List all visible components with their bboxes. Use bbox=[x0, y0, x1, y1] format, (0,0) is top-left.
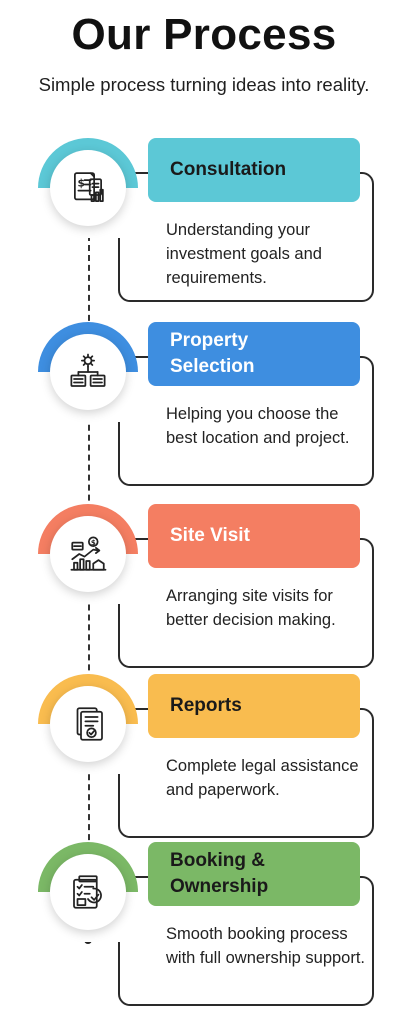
step-icon-badge bbox=[38, 842, 138, 942]
step-site-visit: Arranging site visits for better decisio… bbox=[0, 504, 408, 684]
checklist-document-icon bbox=[50, 686, 126, 762]
financial-document-icon: $ bbox=[50, 150, 126, 226]
step-header: Reports bbox=[148, 674, 360, 738]
step-icon-badge: $ bbox=[38, 138, 138, 238]
step-booking-ownership: Smooth booking process with full ownersh… bbox=[0, 842, 408, 1022]
svg-text:$: $ bbox=[91, 539, 96, 547]
step-icon-badge bbox=[38, 322, 138, 422]
svg-text:$: $ bbox=[78, 177, 85, 189]
gear-network-icon bbox=[50, 334, 126, 410]
step-icon-badge bbox=[38, 674, 138, 774]
step-header: Booking &Ownership bbox=[148, 842, 360, 906]
step-header: Consultation bbox=[148, 138, 360, 202]
step-title: Reports bbox=[170, 695, 242, 716]
step-header: Site Visit bbox=[148, 504, 360, 568]
market-growth-icon: $ bbox=[50, 516, 126, 592]
step-property-selection: Helping you choose the best location and… bbox=[0, 322, 408, 502]
step-title: Consultation bbox=[170, 159, 287, 180]
step-description: Smooth booking process with full ownersh… bbox=[166, 925, 366, 967]
step-consultation: Understanding your investment goals and … bbox=[0, 138, 408, 318]
step-description: Helping you choose the best location and… bbox=[166, 405, 350, 447]
booking-checklist-icon bbox=[50, 854, 126, 930]
page-title: Our Process bbox=[71, 10, 337, 59]
step-description: Understanding your investment goals and … bbox=[166, 221, 322, 287]
step-description: Complete legal assistance and paperwork. bbox=[166, 757, 359, 799]
step-description: Arranging site visits for better decisio… bbox=[166, 587, 336, 629]
step-icon-badge: $ bbox=[38, 504, 138, 604]
page-subtitle: Simple process turning ideas into realit… bbox=[38, 74, 370, 95]
step-title: Site Visit bbox=[170, 525, 250, 546]
step-title: Booking &Ownership bbox=[170, 850, 269, 897]
step-reports: Complete legal assistance and paperwork.… bbox=[0, 674, 408, 854]
